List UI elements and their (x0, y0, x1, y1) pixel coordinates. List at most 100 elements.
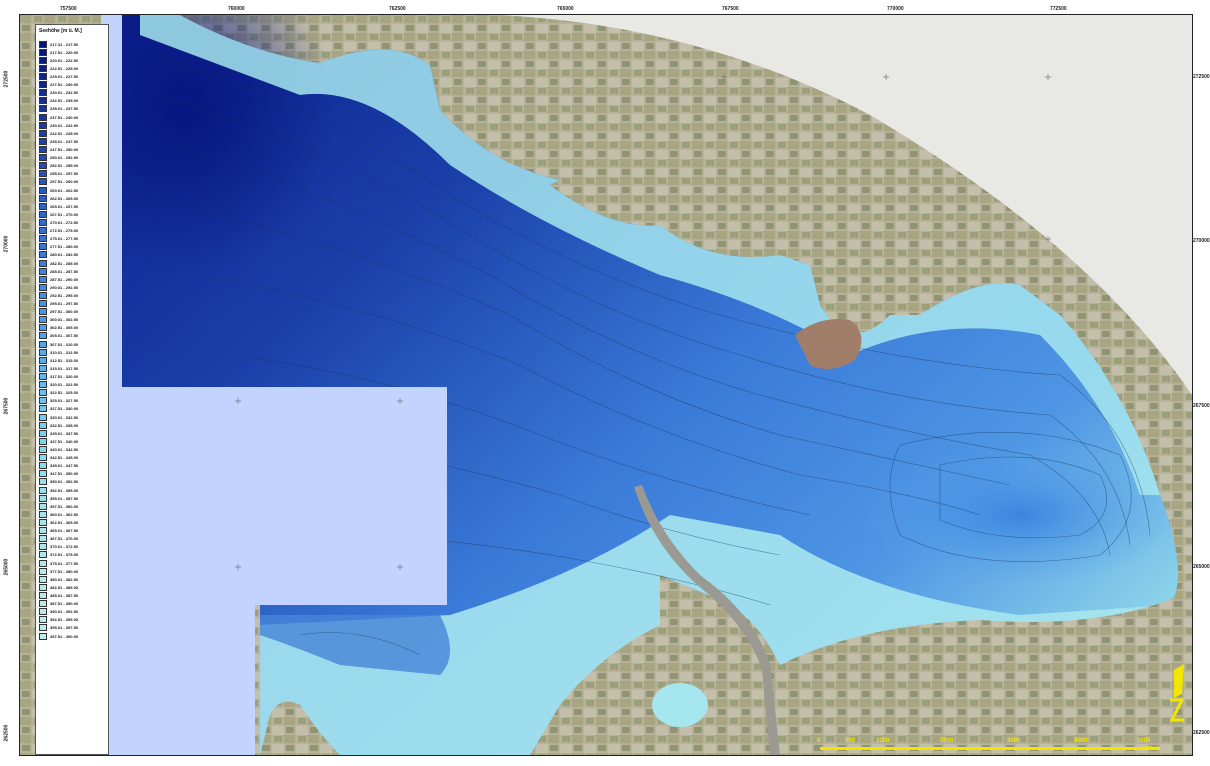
legend-label: 305.01 - 307.50 (50, 333, 79, 339)
legend-item: 395.01 - 397.50 (39, 624, 108, 632)
data-gap-zone-south (101, 605, 255, 755)
legend-label: 320.01 - 322.50 (50, 382, 79, 388)
legend-item: 222.51 - 225.00 (39, 64, 108, 72)
legend-item: 375.01 - 377.50 (39, 559, 108, 567)
coord-right-3: 265000 (1193, 564, 1210, 570)
legend-label: 312.51 - 315.00 (50, 357, 79, 363)
legend-item: 370.01 - 372.50 (39, 543, 108, 551)
legend-swatch (39, 454, 47, 462)
legend-item: 265.01 - 267.50 (39, 202, 108, 210)
legend-swatch (39, 316, 47, 324)
legend-label: 262.51 - 265.00 (50, 195, 79, 201)
legend-label: 332.51 - 335.00 (50, 422, 79, 428)
legend-label: 392.51 - 395.00 (50, 617, 79, 623)
legend-label: 390.01 - 392.50 (50, 609, 79, 615)
legend-label: 377.51 - 380.00 (50, 568, 79, 574)
legend-item: 277.51 - 280.00 (39, 243, 108, 251)
legend-item: 287.51 - 290.00 (39, 275, 108, 283)
legend-swatch (39, 275, 47, 283)
south-shallow-shore (260, 515, 1170, 755)
legend-swatch (39, 600, 47, 608)
legend-item: 377.51 - 380.00 (39, 567, 108, 575)
legend-swatch (39, 510, 47, 518)
coord-top-0: 757500 (60, 6, 77, 12)
legend-item: 267.51 - 270.00 (39, 210, 108, 218)
south-central-land (530, 625, 660, 755)
legend-item: 382.51 - 385.00 (39, 583, 108, 591)
legend-item: 315.01 - 317.50 (39, 364, 108, 372)
legend-swatch (39, 364, 47, 372)
legend-label: 265.01 - 267.50 (50, 203, 79, 209)
legend-item: 272.51 - 275.00 (39, 227, 108, 235)
legend-item: 285.01 - 287.50 (39, 267, 108, 275)
legend-swatch (39, 283, 47, 291)
legend-swatch (39, 300, 47, 308)
legend-item: 290.01 - 292.50 (39, 283, 108, 291)
legend-label: 315.01 - 317.50 (50, 365, 79, 371)
coord-right-4: 262500 (1193, 730, 1210, 736)
legend-item: 392.51 - 395.00 (39, 616, 108, 624)
legend-swatch (39, 559, 47, 567)
legend-label: 300.01 - 302.50 (50, 317, 79, 323)
legend-swatch (39, 381, 47, 389)
grid-crosses (235, 74, 1051, 570)
legend-swatch (39, 308, 47, 316)
legend-label: 310.01 - 312.50 (50, 349, 79, 355)
legend-swatch (39, 462, 47, 470)
legend-swatch (39, 519, 47, 526)
legend-label: 380.01 - 382.50 (50, 576, 79, 582)
legend-label: 357.51 - 360.00 (50, 503, 79, 509)
legend-label: 290.01 - 292.50 (50, 284, 79, 290)
legend-label: 250.01 - 252.50 (50, 155, 79, 161)
legend-label: 370.01 - 372.50 (50, 544, 79, 550)
legend-swatch (39, 40, 47, 48)
legend-swatch (39, 332, 47, 340)
southwest-bay (260, 615, 450, 675)
legend-label: 217.51 - 220.00 (50, 49, 79, 55)
legend-swatch (39, 340, 47, 348)
legend-label: 230.01 - 232.50 (50, 90, 79, 96)
legend-label: 267.51 - 270.00 (50, 211, 79, 217)
legend-label: 217.31 - 217.50 (50, 41, 79, 47)
legend-item: 282.51 - 285.00 (39, 259, 108, 267)
legend-item: 307.51 - 310.00 (39, 340, 108, 348)
legend-item: 217.31 - 217.50 (39, 40, 108, 48)
legend-label: 280.01 - 282.50 (50, 252, 79, 258)
legend-label: 375.01 - 377.50 (50, 560, 79, 566)
legend-label: 252.51 - 255.00 (50, 163, 79, 169)
legend-swatch (39, 551, 47, 559)
legend-item: 245.01 - 247.50 (39, 137, 108, 145)
legend-swatch (39, 608, 47, 616)
legend-label: 302.51 - 305.00 (50, 325, 79, 331)
legend-item: 335.01 - 337.50 (39, 429, 108, 437)
legend-label: 342.51 - 345.00 (50, 455, 79, 461)
legend-label: 317.51 - 320.00 (50, 374, 79, 380)
coord-top-2: 762500 (389, 6, 406, 12)
legend-item: 317.51 - 320.00 (39, 372, 108, 381)
legend-label: 307.51 - 310.00 (50, 341, 79, 347)
legend-item: 292.51 - 295.00 (39, 291, 108, 299)
legend-item: 230.01 - 232.50 (39, 89, 108, 97)
legend-swatch (39, 97, 47, 105)
legend-swatch (39, 64, 47, 72)
legend-label: 257.51 - 260.00 (50, 179, 79, 185)
scale-track (820, 747, 1160, 750)
legend-item: 367.51 - 370.00 (39, 535, 108, 543)
coord-top-3: 765000 (557, 6, 574, 12)
legend-item: 235.01 - 237.50 (39, 105, 108, 113)
legend-swatch (39, 389, 47, 397)
coord-left-2: 267500 (3, 397, 10, 415)
legend-item: 372.51 - 375.00 (39, 551, 108, 559)
legend-item: 330.01 - 332.50 (39, 413, 108, 421)
outside-area (498, 15, 1192, 395)
legend-label: 285.01 - 287.50 (50, 268, 79, 274)
legend-swatch (39, 267, 47, 275)
legend-label: 232.51 - 235.00 (50, 98, 79, 104)
legend-swatch (39, 486, 47, 494)
north-shallow-shore (140, 15, 1160, 495)
legend-item: 380.01 - 382.50 (39, 575, 108, 583)
legend-swatch (39, 72, 47, 80)
legend-label: 222.51 - 225.00 (50, 65, 79, 71)
